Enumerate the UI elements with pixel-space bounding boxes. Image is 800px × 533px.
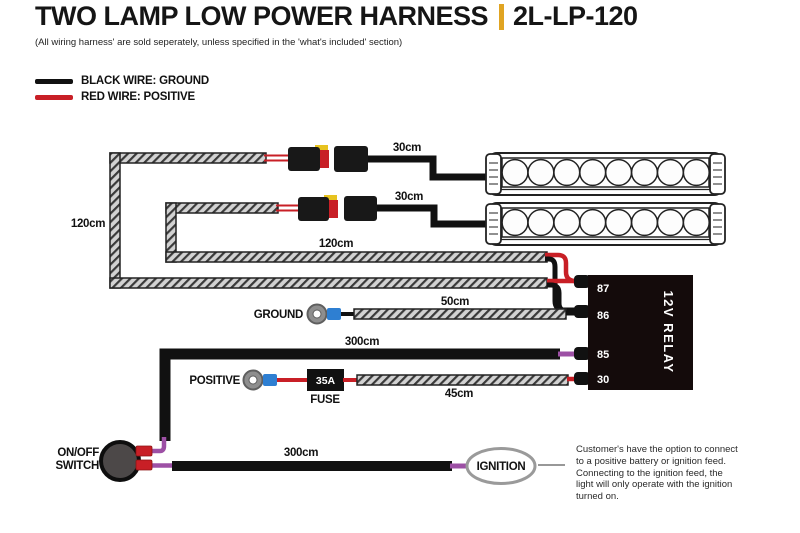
page-title: TWO LAMP LOW POWER HARNESS <box>35 1 489 31</box>
switch-purple-wire-top <box>150 437 167 454</box>
led-light-bar-2 <box>485 202 726 246</box>
relay-black-wire-lamp1 <box>547 282 576 314</box>
relay-pin-87-label: 87 <box>597 283 609 295</box>
relay-pin-30-label: 30 <box>597 374 609 386</box>
part-number: 2L-LP-120 <box>513 1 638 31</box>
ground-harness <box>353 308 567 320</box>
connector2-male-plug <box>298 197 329 221</box>
lamp2-connector-pair <box>276 195 489 228</box>
note-line: Connecting to the ignition feed, the <box>576 467 723 479</box>
black-wire-swatch <box>35 78 73 84</box>
switch-label-line2: SWITCH <box>55 460 99 472</box>
fuse-holder <box>307 369 344 391</box>
ignition-wire-length-label: 300cm <box>284 447 318 459</box>
led-light-bar-1 <box>485 152 726 196</box>
legend-black-label: BLACK WIRE: GROUND <box>81 75 209 87</box>
braided-harness-lamp2-loop <box>165 202 548 263</box>
left-loop-length-label: 120cm <box>71 218 105 230</box>
relay-pin-85-terminal <box>574 347 590 360</box>
connector2-female-plug <box>344 196 377 221</box>
relay-pin-30-terminal <box>574 372 590 385</box>
switch-to-relay-wire <box>159 348 560 441</box>
relay: 87 86 85 30 12V RELAY <box>574 275 693 390</box>
red-wire-swatch <box>35 94 73 100</box>
positive-harness-length-label: 45cm <box>445 388 473 400</box>
note-line: light will only operate with the ignitio… <box>576 479 733 491</box>
switch-spade-terminal-top <box>135 445 153 457</box>
ground-blue-crimp <box>327 308 341 320</box>
connector1-female-plug <box>334 146 368 172</box>
relay-pin-86-label: 86 <box>597 310 609 322</box>
switch-ignition-branch <box>99 437 565 485</box>
positive-blue-crimp <box>263 374 277 386</box>
ground-harness-length-label: 50cm <box>441 296 469 308</box>
relay-pin-86-terminal <box>574 305 590 318</box>
header: TWO LAMP LOW POWER HARNESS 2L-LP-120 <box>35 1 638 32</box>
fuse-rating-label: 35A <box>316 375 336 387</box>
ground-branch <box>306 303 577 325</box>
positive-branch <box>242 369 577 391</box>
note-line: turned on. <box>576 491 619 503</box>
ignition-node <box>465 447 537 485</box>
connector1-yellow-seal <box>315 145 328 150</box>
title-separator-bar <box>499 3 504 30</box>
relay-pin-85-label: 85 <box>597 349 609 361</box>
positive-label: POSITIVE <box>189 375 240 387</box>
ground-label: GROUND <box>254 309 303 321</box>
fuse-label: FUSE <box>310 394 340 406</box>
lamp1-wire <box>368 155 489 181</box>
wire-color-legend: BLACK WIRE: GROUND RED WIRE: POSITIVE <box>35 73 209 105</box>
disclaimer-text: (All wiring harness' are sold seperately… <box>35 37 403 48</box>
ignition-note: Customer's have the option to connect to… <box>576 444 781 503</box>
on-off-switch <box>99 440 141 482</box>
relay-wire-length-label: 300cm <box>345 336 379 348</box>
legend-item-positive: RED WIRE: POSITIVE <box>35 89 209 105</box>
lamp2-wire-length-label: 30cm <box>395 191 423 203</box>
positive-harness <box>356 374 569 386</box>
switch-label-line1: ON/OFF <box>57 447 99 459</box>
connector1-male-plug <box>288 147 320 171</box>
relay-label: 12V RELAY <box>661 290 676 373</box>
switch-spade-terminal-bottom <box>135 459 153 471</box>
connector2-yellow-seal <box>324 195 337 200</box>
legend-red-label: RED WIRE: POSITIVE <box>81 91 195 103</box>
lamp1-connector-pair <box>264 145 489 181</box>
relay-body <box>588 275 693 390</box>
lamp1-wire-length-label: 30cm <box>393 142 421 154</box>
main-harness-length-label: 120cm <box>319 238 353 250</box>
lamp2-wire <box>377 204 489 228</box>
relay-pin-87-terminal <box>574 275 590 288</box>
note-line: to a positive battery or ignition feed. <box>576 455 726 467</box>
legend-item-ground: BLACK WIRE: GROUND <box>35 73 209 89</box>
ignition-label: IGNITION <box>477 461 526 473</box>
note-line: Customer's have the option to connect <box>576 444 738 455</box>
